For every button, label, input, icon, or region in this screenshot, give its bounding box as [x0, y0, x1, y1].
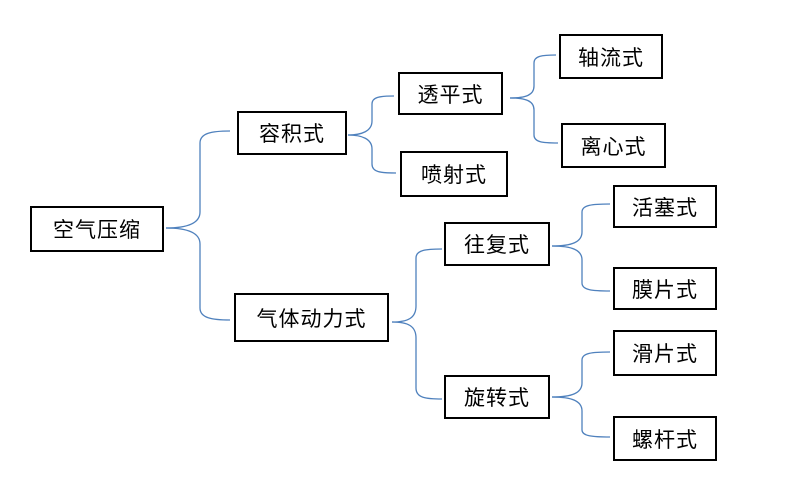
node-screw: 螺杆式	[613, 416, 717, 461]
volumetric-bracket-lower	[347, 134, 397, 174]
volumetric-bracket	[347, 95, 395, 136]
recip-bracket-lower	[551, 245, 611, 292]
node-jet: 喷射式	[400, 151, 508, 197]
node-turbo: 透平式	[398, 72, 503, 115]
recip-bracket	[551, 203, 611, 247]
turbo-bracket-lower	[509, 97, 559, 144]
aero-bracket-lower	[391, 321, 443, 400]
node-volumetric: 容积式	[237, 111, 347, 155]
aero-bracket	[391, 248, 443, 323]
node-centrifugal: 离心式	[561, 123, 666, 168]
root-bracket-lower	[165, 227, 231, 321]
turbo-bracket	[509, 54, 557, 99]
node-air-compression: 空气压缩	[30, 206, 164, 252]
node-piston: 活塞式	[613, 185, 717, 228]
rotary-bracket	[551, 351, 611, 398]
node-reciprocating: 往复式	[444, 222, 550, 266]
rotary-bracket-lower	[551, 396, 611, 438]
node-rotary: 旋转式	[444, 375, 550, 419]
root-bracket	[165, 130, 231, 229]
node-diaphragm: 膜片式	[613, 267, 717, 310]
node-sliding-vane: 滑片式	[613, 330, 717, 376]
node-aerodynamic: 气体动力式	[234, 293, 389, 342]
node-axial: 轴流式	[559, 34, 663, 79]
